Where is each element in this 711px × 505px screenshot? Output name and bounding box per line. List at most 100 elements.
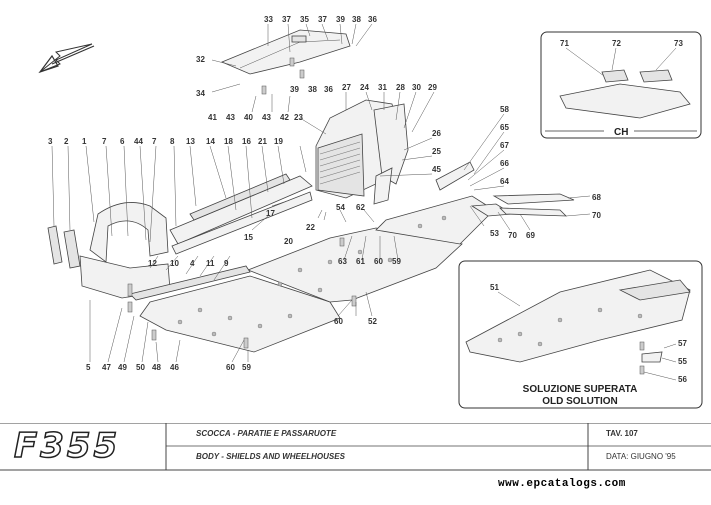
trim-strips bbox=[470, 193, 575, 217]
callout-33: 33 bbox=[264, 15, 273, 24]
callout-35: 35 bbox=[300, 15, 309, 24]
callout-51: 51 bbox=[490, 283, 499, 292]
callout-57: 57 bbox=[678, 339, 687, 348]
title-block: F355 SCOCCA - PARATIE E PASSARUOTE BODY … bbox=[0, 423, 711, 471]
callout-30: 30 bbox=[412, 83, 421, 92]
callout-3: 3 bbox=[48, 137, 53, 146]
callout-69: 69 bbox=[526, 231, 535, 240]
callout-12: 12 bbox=[148, 259, 157, 268]
callout-6: 6 bbox=[120, 137, 125, 146]
callout-7: 7 bbox=[102, 137, 107, 146]
callout-numbers: 33 37 35 37 39 38 36 32 34 39 38 36 41 4… bbox=[48, 15, 697, 407]
callout-70: 70 bbox=[592, 211, 601, 220]
callout-36: 36 bbox=[324, 85, 333, 94]
callout-59: 59 bbox=[392, 257, 401, 266]
callout-58: 58 bbox=[500, 105, 509, 114]
callout-43: 43 bbox=[262, 113, 271, 122]
left-wheelhouse-arch bbox=[47, 202, 171, 299]
old-solution-label-it: SOLUZIONE SUPERATA bbox=[523, 384, 638, 395]
description-italian: SCOCCA - PARATIE E PASSARUOTE bbox=[196, 429, 337, 438]
callout-45: 45 bbox=[432, 165, 441, 174]
callout-37: 37 bbox=[282, 15, 291, 24]
callout-32: 32 bbox=[196, 55, 205, 64]
callout-40: 40 bbox=[244, 113, 253, 122]
callout-70: 70 bbox=[508, 231, 517, 240]
callout-42: 42 bbox=[280, 113, 289, 122]
callout-26: 26 bbox=[432, 129, 441, 138]
callout-29: 29 bbox=[428, 83, 437, 92]
callout-55: 55 bbox=[678, 357, 687, 366]
callout-10: 10 bbox=[170, 259, 179, 268]
callout-65: 65 bbox=[500, 123, 509, 132]
callout-43: 43 bbox=[226, 113, 235, 122]
front-cover-panel bbox=[220, 29, 351, 75]
callout-71: 71 bbox=[560, 39, 569, 48]
inset-old-solution bbox=[458, 260, 703, 409]
callout-66: 66 bbox=[500, 159, 509, 168]
callout-5: 5 bbox=[86, 363, 91, 372]
callout-25: 25 bbox=[432, 147, 441, 156]
callout-39: 39 bbox=[290, 85, 299, 94]
callout-60: 60 bbox=[334, 317, 343, 326]
callout-46: 46 bbox=[170, 363, 179, 372]
callout-67: 67 bbox=[500, 141, 509, 150]
leader-lines bbox=[51, 23, 591, 363]
callout-13: 13 bbox=[186, 137, 195, 146]
direction-arrow-icon bbox=[38, 43, 95, 74]
callout-54: 54 bbox=[336, 203, 345, 212]
callout-39: 39 bbox=[336, 15, 345, 24]
callout-59: 59 bbox=[242, 363, 251, 372]
callout-37: 37 bbox=[318, 15, 327, 24]
callout-49: 49 bbox=[118, 363, 127, 372]
callout-73: 73 bbox=[674, 39, 683, 48]
callout-44: 44 bbox=[134, 137, 143, 146]
f355-logo-text: F355 bbox=[13, 426, 121, 466]
callout-53: 53 bbox=[490, 229, 499, 238]
callout-63: 63 bbox=[338, 257, 347, 266]
drawing-date: DATA: GIUGNO '95 bbox=[606, 452, 676, 461]
callout-16: 16 bbox=[242, 137, 251, 146]
callout-31: 31 bbox=[378, 83, 387, 92]
floor-panel-holes bbox=[177, 215, 447, 337]
callout-62: 62 bbox=[356, 203, 365, 212]
wheelhouse-shell bbox=[315, 99, 409, 199]
inset-ch bbox=[540, 31, 702, 139]
callout-64: 64 bbox=[500, 177, 509, 186]
callout-9: 9 bbox=[224, 259, 229, 268]
callout-2: 2 bbox=[64, 137, 69, 146]
callout-20: 20 bbox=[284, 237, 293, 246]
callout-41: 41 bbox=[208, 113, 217, 122]
callout-52: 52 bbox=[368, 317, 377, 326]
callout-60: 60 bbox=[226, 363, 235, 372]
old-solution-label-en: OLD SOLUTION bbox=[542, 396, 618, 407]
watermark: www.epcatalogs.com bbox=[498, 478, 626, 490]
callout-22: 22 bbox=[306, 223, 315, 232]
callout-11: 11 bbox=[206, 259, 215, 268]
callout-47: 47 bbox=[102, 363, 111, 372]
table-number: TAV. 107 bbox=[606, 429, 638, 438]
callout-15: 15 bbox=[244, 233, 253, 242]
callout-72: 72 bbox=[612, 39, 621, 48]
underbody-floor-panels bbox=[129, 195, 495, 353]
callout-23: 23 bbox=[294, 113, 303, 122]
callout-56: 56 bbox=[678, 375, 687, 384]
callout-1: 1 bbox=[82, 137, 87, 146]
f355-logo: F355 bbox=[13, 426, 160, 466]
callout-28: 28 bbox=[396, 83, 405, 92]
callout-68: 68 bbox=[592, 193, 601, 202]
callout-8: 8 bbox=[170, 137, 175, 146]
callout-7: 7 bbox=[152, 137, 157, 146]
callout-18: 18 bbox=[224, 137, 233, 146]
callout-50: 50 bbox=[136, 363, 145, 372]
fastener-screws bbox=[127, 57, 357, 349]
callout-27: 27 bbox=[342, 83, 351, 92]
callout-36: 36 bbox=[368, 15, 377, 24]
callout-38: 38 bbox=[352, 15, 361, 24]
callout-48: 48 bbox=[152, 363, 161, 372]
inset-ch-label: CH bbox=[614, 127, 628, 138]
side-sill-strips bbox=[169, 173, 313, 255]
callout-24: 24 bbox=[360, 83, 369, 92]
callout-14: 14 bbox=[206, 137, 215, 146]
